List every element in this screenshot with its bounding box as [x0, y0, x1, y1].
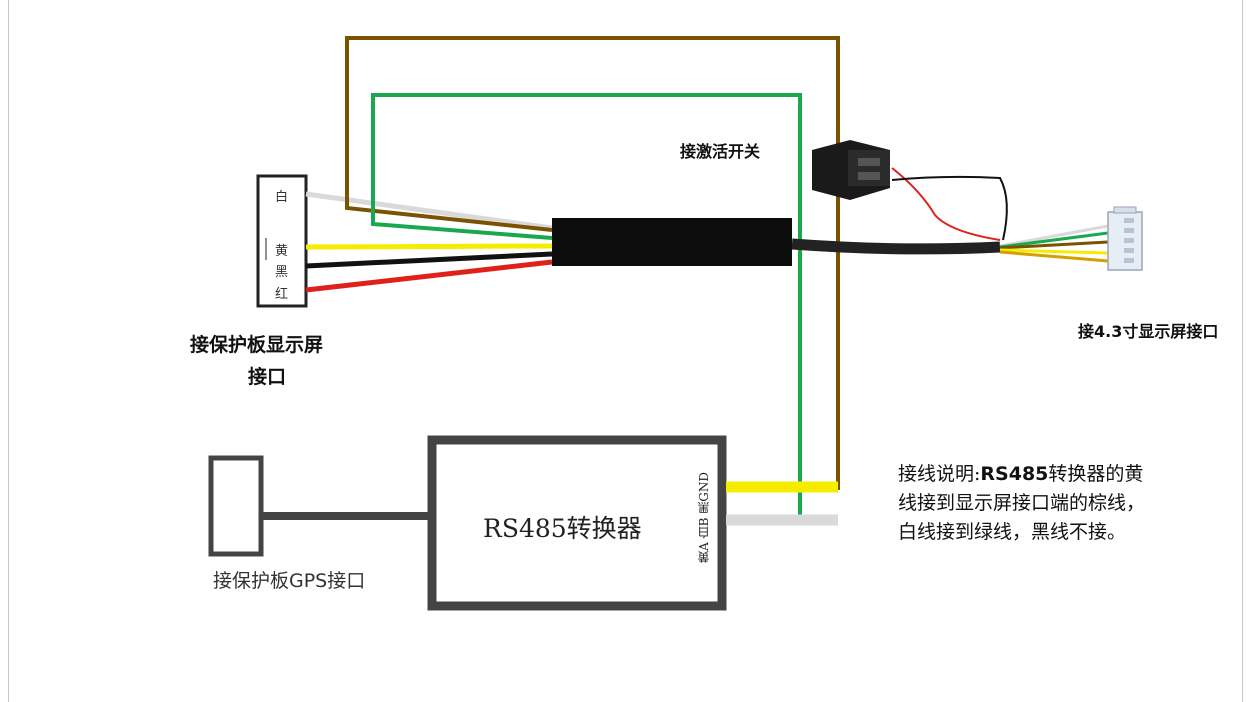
left-border-line [8, 0, 9, 702]
pin-label-white: 白 [275, 190, 289, 205]
converter-box [427, 435, 727, 611]
gps-port-label: 接保护板GPS接口 [213, 570, 366, 592]
switch-red-wire [891, 167, 1001, 241]
switch-connector [812, 140, 890, 200]
main-cable [791, 238, 1001, 255]
description-prefix: 接线说明: [898, 463, 981, 485]
cable-sleeve [552, 218, 792, 266]
red-wire [305, 259, 553, 293]
display-4-3-label: 接4.3寸显示屏接口 [1078, 322, 1219, 341]
black-wire [305, 251, 553, 269]
description-bold: RS485 [980, 463, 1049, 485]
pin-label-red: 红 [275, 287, 289, 302]
converter-pin-labels: 黄A 白B 黑GND [697, 472, 711, 563]
yellow-wire [305, 243, 553, 250]
pin-label-black: 黑 [275, 265, 289, 280]
description-text: 转换器的黄线接到显示屏接口端的棕线，白线接到绿线，黑线不接。 [898, 463, 1146, 543]
activation-switch-label: 接激活开关 [680, 142, 761, 161]
gps-port-box [208, 455, 264, 557]
green-wire [371, 93, 802, 522]
display-connector [1107, 206, 1143, 271]
converter-title: RS485转换器 [483, 514, 642, 543]
switch-black-wire [891, 175, 1008, 241]
wiring-description: 接线说明:RS485转换器的黄线接到显示屏接口端的棕线，白线接到绿线，黑线不接。 [898, 460, 1160, 547]
right-border-line [1242, 0, 1243, 702]
white-wire [305, 191, 553, 231]
protection-board-display-label-line2: 接口 [248, 366, 287, 388]
pin-label-yellow: 黄 [275, 244, 289, 259]
protection-board-display-label: 接保护板显示屏 [190, 334, 324, 356]
